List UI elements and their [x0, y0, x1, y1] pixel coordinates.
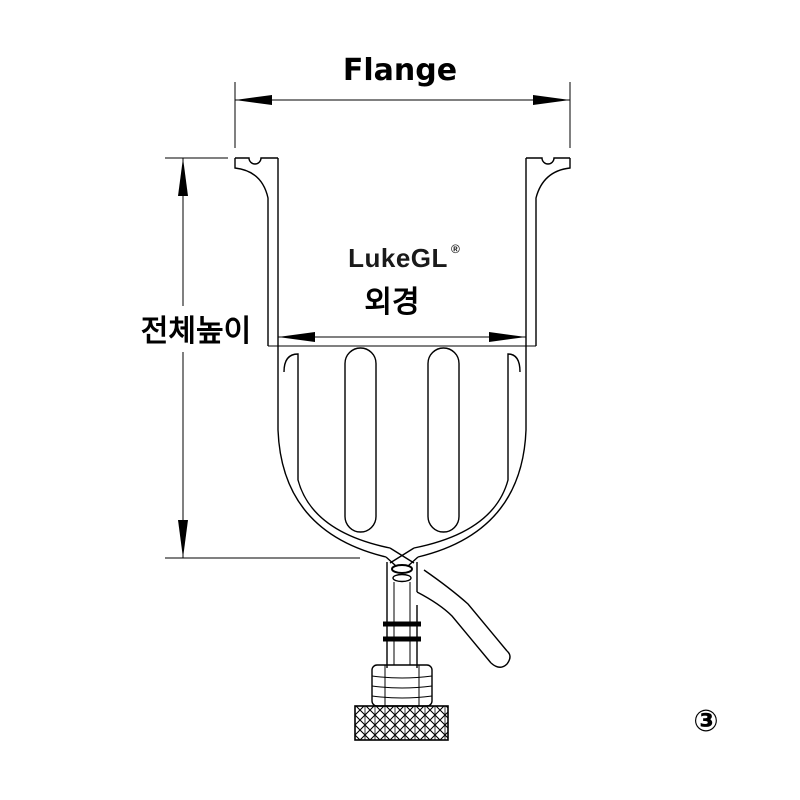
flange-label: Flange: [343, 53, 457, 88]
left-flange-curve: [234, 158, 269, 346]
knurled-knob: [354, 705, 449, 741]
jacket-slot-right: [427, 347, 460, 533]
nut-threads: [371, 675, 433, 699]
outer-diameter-dimension: 외경: [278, 285, 526, 342]
total-height-dimension: 전체높이: [141, 157, 360, 559]
right-flange-curve: [535, 158, 571, 346]
lukegl-logo: LukeGL ®: [348, 242, 460, 273]
vessel-upper: [234, 157, 571, 347]
logo-name: LukeGL: [348, 243, 448, 273]
total-height-label: 전체높이: [141, 314, 251, 349]
height-arrow-top: [178, 158, 188, 196]
left-flange: [235, 157, 278, 165]
bottom-outlet-valve: [354, 562, 511, 741]
flange-dimension: Flange: [234, 53, 571, 148]
body-outer-right: [417, 346, 527, 558]
flange-arrow-right: [533, 95, 570, 105]
body-inner-right: [413, 353, 521, 549]
figure-number: ③: [693, 704, 718, 739]
stem-second-oval: [392, 573, 412, 583]
side-arm-upper: [423, 569, 508, 652]
valve-nut: [371, 664, 433, 707]
stem-top-oval: [391, 564, 413, 574]
jacket-slot-left: [344, 347, 377, 533]
flange-arrow-left: [235, 95, 272, 105]
height-arrow-bottom: [178, 520, 188, 558]
outer-diameter-label: 외경: [364, 285, 419, 320]
outer-diameter-arrow-right: [489, 332, 526, 342]
body-outer-left: [277, 346, 387, 558]
right-flange: [526, 157, 570, 165]
bottom-neck: [385, 547, 419, 567]
logo-registered-mark: ®: [451, 242, 460, 256]
side-arm-end: [490, 650, 511, 668]
body-inner-left: [283, 353, 391, 549]
vessel-body: [277, 346, 527, 567]
side-arm-lower: [416, 591, 492, 664]
outer-diameter-arrow-left: [278, 332, 315, 342]
